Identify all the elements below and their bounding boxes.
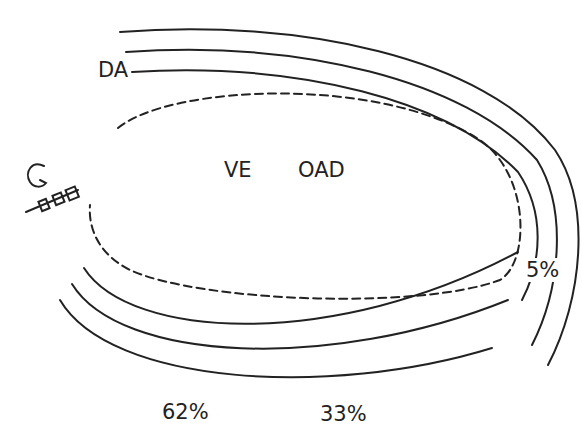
- percentage-label: 62%: [160, 400, 211, 424]
- region-label: OAD: [296, 158, 347, 182]
- vessel-line: [120, 29, 579, 365]
- region-label: DA: [96, 58, 130, 82]
- clip-symbol: [26, 186, 79, 212]
- vessel-line: [84, 252, 518, 324]
- percentage-label: 5%: [524, 258, 561, 282]
- ventricle-outline: [90, 93, 521, 298]
- region-label: VE: [222, 158, 254, 182]
- vessel-line: [126, 50, 557, 345]
- vessel-line: [60, 300, 492, 377]
- clip-symbol: [28, 164, 46, 186]
- percentage-label: 33%: [318, 402, 369, 426]
- vessel-line: [132, 70, 538, 300]
